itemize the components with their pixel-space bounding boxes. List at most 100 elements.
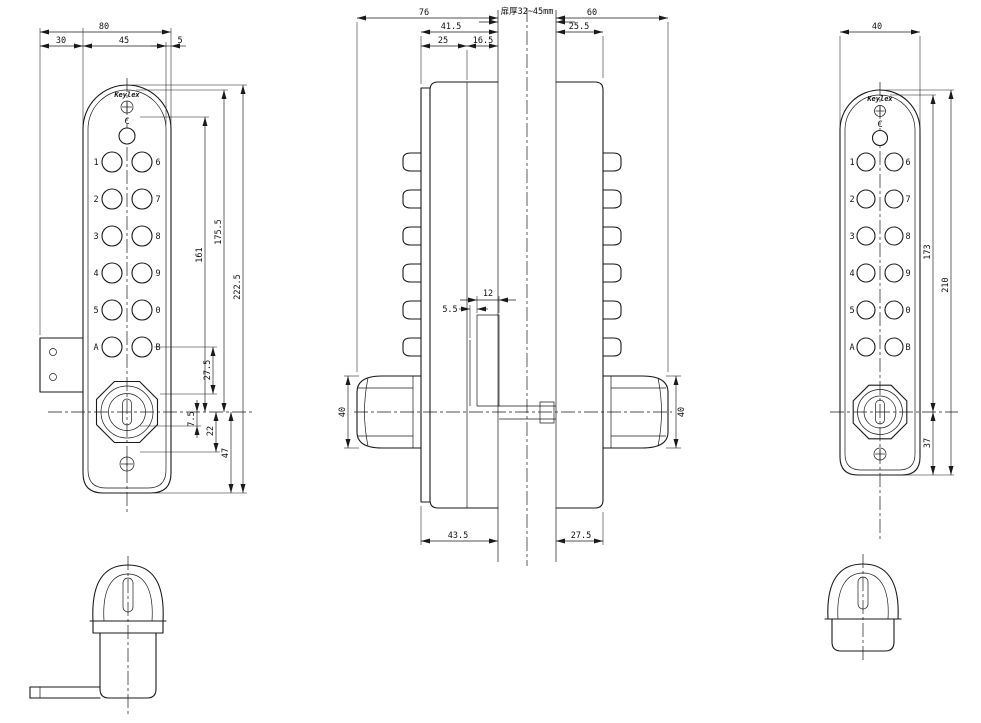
bracket-screw-hole	[49, 373, 57, 381]
knob-ring-outer	[857, 389, 903, 435]
keypad-button	[856, 226, 876, 246]
knob-dome-inner	[103, 573, 153, 622]
button-label: 6	[155, 158, 160, 168]
keypad-button	[884, 189, 904, 209]
front-faceplate-profile	[420, 87, 431, 503]
side-view: 76 60 扉厚32~45mm 41.5 25.5 25	[338, 6, 687, 562]
button-profile	[602, 263, 622, 283]
dim-label: 16.5	[473, 36, 493, 46]
keypad-button	[856, 189, 876, 209]
knob-ring-outer	[100, 385, 154, 439]
button-label: 6	[905, 158, 910, 168]
clear-button	[871, 129, 889, 147]
bottom-view-back	[824, 563, 902, 652]
side-back-unit	[555, 81, 669, 509]
dim-label: 80	[99, 22, 109, 32]
dim-front-height-keypad: 161	[195, 117, 208, 412]
keypad-button	[131, 225, 153, 247]
keypad-button	[856, 337, 876, 357]
dim-front-mount-depth: 43.5	[421, 531, 498, 544]
button-profile	[602, 300, 622, 320]
dim-bolt-width: 12	[460, 289, 516, 303]
bottom-screw	[119, 456, 135, 472]
back-faceplate-outline	[844, 94, 916, 471]
keypad-button	[884, 226, 904, 246]
bracket-plate-bottom	[29, 686, 101, 699]
dim-label: 22	[206, 426, 216, 436]
dim-front-height-to-knob: 175.5	[214, 90, 227, 412]
back-view: Keylex C 1 2 3 4 5 A	[839, 22, 954, 476]
clear-button-label: C	[877, 120, 882, 130]
button-profile	[402, 263, 422, 283]
front-knob-profile	[356, 375, 422, 449]
clear-button	[118, 127, 136, 145]
back-body-outline	[839, 89, 921, 476]
dim-label: 25.5	[569, 22, 589, 32]
key-slot	[875, 399, 885, 425]
button-label: 5	[849, 306, 854, 316]
keypad-button	[101, 225, 123, 247]
latch-bolt	[476, 314, 500, 407]
button-label: 4	[849, 269, 854, 279]
button-label: 5	[93, 306, 98, 316]
dim-label: 7.5	[187, 411, 197, 426]
dim-side-front-plate-depth: 16.5	[467, 36, 498, 49]
button-label: B	[155, 343, 160, 353]
dim-door-thickness: 扉厚32~45mm	[479, 6, 575, 25]
back-dimensions: 40 173 210 37	[839, 22, 954, 476]
keypad-button	[101, 151, 123, 173]
key-slot	[122, 398, 132, 426]
button-label: 0	[905, 306, 910, 316]
keypad-button	[884, 263, 904, 283]
button-label: 2	[849, 195, 854, 205]
dim-label: 175.5	[214, 219, 224, 245]
knob-dome-inner	[837, 572, 889, 620]
brand-logo: Keylex	[113, 91, 140, 99]
dim-label: 210	[941, 277, 951, 292]
button-label: 2	[93, 195, 98, 205]
front-knob	[95, 380, 159, 444]
brand-logo: Keylex	[866, 95, 893, 103]
dim-back-knob-to-bottom: 37	[923, 412, 936, 475]
dim-label: 45	[119, 36, 129, 46]
back-knob	[852, 384, 908, 440]
button-profile	[602, 226, 622, 246]
keypad-button	[101, 188, 123, 210]
back-case-profile	[555, 81, 604, 509]
top-screw	[120, 100, 134, 114]
back-keypad: Keylex C 1 2 3 4 5 A	[849, 95, 911, 357]
keypad-button	[131, 336, 153, 358]
button-profile	[602, 337, 622, 357]
spindle-hub	[539, 401, 555, 424]
bracket-outline	[39, 337, 84, 393]
dim-label: 30	[56, 36, 66, 46]
button-profile	[402, 300, 422, 320]
dim-front-width-left: 30	[40, 36, 83, 49]
front-mount-bracket	[39, 337, 84, 393]
dim-label: 5.5	[442, 305, 457, 315]
flange-outline	[92, 620, 164, 634]
dim-label: 5	[177, 36, 182, 46]
button-label: 7	[155, 195, 160, 205]
keypad-button	[884, 152, 904, 172]
dim-label: 161	[195, 247, 205, 262]
dim-front-knob-to-bottom: 47	[221, 412, 234, 493]
front-dimensions: 80 30 45 5 161 175.5	[39, 22, 247, 494]
dim-bolt-offset: 5.5	[442, 305, 488, 315]
front-case-profile	[429, 81, 499, 509]
keypad-button	[884, 337, 904, 357]
dim-label: 47	[221, 448, 231, 458]
dim-side-back-total-depth: 60	[556, 8, 668, 21]
button-label: 8	[905, 232, 910, 242]
keypad-button	[131, 262, 153, 284]
keypad-button	[856, 263, 876, 283]
button-label: A	[93, 343, 98, 353]
button-label: B	[905, 343, 910, 353]
dim-back-mount-depth: 27.5	[556, 531, 603, 544]
button-label: 4	[93, 269, 98, 279]
keypad-button	[101, 336, 123, 358]
keypad-button	[131, 299, 153, 321]
button-label: 3	[849, 232, 854, 242]
dim-label: 60	[587, 8, 597, 18]
knob-octagon	[95, 380, 159, 444]
